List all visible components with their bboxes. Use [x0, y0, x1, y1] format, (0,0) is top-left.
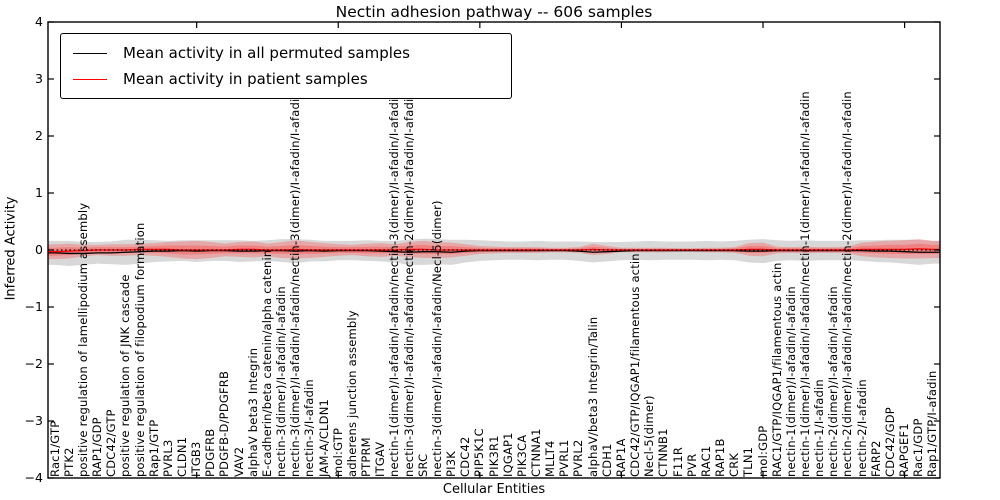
x-category-label: MLLT4: [543, 440, 558, 478]
legend-entry-patient: Mean activity in patient samples: [73, 66, 501, 92]
x-category-label: CDC42: [458, 436, 473, 477]
x-category-label: ITGAV: [373, 441, 388, 477]
x-category-label: nectin-3(dimer)/I-afadin/I-afadin/nectin…: [288, 91, 303, 477]
x-category-label: nectin-3/I-afadin: [302, 379, 317, 477]
x-category-label: Rap1/GTP/I-afadin: [925, 370, 940, 477]
x-category-label: Necl-5(dimer): [642, 395, 657, 477]
x-category-label: Rac1/GTP: [47, 420, 62, 477]
x-category-label: Rac1/GDP: [911, 418, 926, 477]
x-category-label: nectin-3(dimer)/I-afadin/I-afadin/Necl-5…: [429, 200, 444, 477]
x-category-label: CDC42/GTP: [104, 409, 119, 477]
x-category-label: CRK: [727, 452, 742, 477]
x-category-label: PVR: [684, 453, 699, 477]
y-tick-label: 3: [35, 71, 43, 86]
x-category-label: PVRL1: [557, 439, 572, 477]
y-tick-label: −4: [24, 470, 43, 485]
x-category-label: PTPRM: [359, 437, 374, 477]
x-category-label: PVRL2: [571, 439, 586, 477]
x-category-label: E-cadherin/beta catenin/alpha catenin: [259, 249, 274, 477]
x-category-label: alphaV beta3 Integrin: [245, 347, 260, 477]
x-category-label: PI3K: [444, 451, 459, 477]
legend: Mean activity in all permuted samples Me…: [60, 33, 512, 99]
permuted-line-sample: [73, 52, 107, 54]
x-category-label: nectin-1(dimer)/I-afadin/I-afadin: [783, 286, 798, 477]
x-category-label: CTNNA1: [528, 428, 543, 477]
x-category-label: FARP2: [868, 440, 883, 477]
x-category-label: positive regulation of filopodium format…: [132, 222, 147, 477]
y-tick-label: 4: [35, 14, 43, 29]
x-category-label: CTNNB1: [656, 428, 671, 477]
y-tick-label: −1: [24, 299, 43, 314]
x-category-label: JAM-A/CLDN1: [316, 398, 331, 477]
legend-label-permuted: Mean activity in all permuted samples: [123, 44, 410, 62]
y-tick-label: 2: [35, 128, 43, 143]
x-category-label: RAC1: [698, 445, 713, 477]
patient-line-sample: [73, 78, 107, 80]
x-category-label: mol:GDP: [755, 425, 770, 477]
patient-mean-line: [48, 248, 940, 253]
x-category-label: RAP1A: [613, 438, 628, 477]
x-category-label: PIP5K1C: [472, 428, 487, 477]
x-category-label: nectin-1(dimer)/I-afadin/I-afadin/nectin…: [387, 91, 402, 477]
x-category-label: nectin-1(dimer)/I-afadin/I-afadin/nectin…: [797, 91, 812, 477]
x-category-label: PTK2: [61, 447, 76, 477]
x-category-label: nectin-2/I-afadin: [854, 379, 869, 477]
y-tick-label: −2: [24, 356, 43, 371]
x-category-label: nectin-2(dimer)/I-afadin/I-afadin/nectin…: [840, 91, 855, 477]
x-category-label: nectin-3(dimer)/I-afadin/I-afadin/nectin…: [401, 91, 416, 477]
x-category-label: positive regulation of lamellipodium ass…: [75, 202, 90, 477]
x-category-label: RAPGEF1: [897, 423, 912, 477]
x-category-label: adherens junction assembly: [344, 310, 359, 477]
x-category-label: RAP1B: [713, 438, 728, 477]
x-axis-label: Cellular Entities: [442, 482, 546, 497]
x-category-label: nectin-2(dimer)/I-afadin/I-afadin: [826, 286, 841, 477]
permuted-range-band: [48, 238, 940, 266]
x-category-label: CDC42/GTP/IQGAP1/filamentous actin: [628, 253, 643, 477]
chart-title: Nectin adhesion pathway -- 606 samples: [335, 3, 653, 21]
x-category-label: PIK3R1: [486, 435, 501, 477]
x-category-label: RAP1/GDP: [90, 417, 105, 477]
x-category-label: Rap1/GTP: [146, 419, 161, 477]
x-category-label: CDC42/GDP: [882, 407, 897, 477]
legend-entry-permuted: Mean activity in all permuted samples: [73, 40, 501, 66]
x-category-label: PVRL3: [160, 439, 175, 477]
x-category-label: PDGFB-D/PDGFRB: [217, 370, 232, 477]
x-category-label: F11R: [670, 446, 685, 477]
x-category-label: CDH1: [599, 443, 614, 477]
x-category-label: CLDN1: [175, 436, 189, 477]
legend-label-patient: Mean activity in patient samples: [123, 70, 368, 88]
y-tick-label: 1: [35, 185, 43, 200]
x-category-label: TLN1: [741, 446, 756, 477]
x-category-label: nectin-3(dimer)/I-afadin/I-afadin: [274, 286, 289, 477]
x-category-label: ITGB3: [189, 441, 204, 477]
x-category-label: VAV2: [231, 446, 246, 477]
x-category-label: SRC: [415, 453, 430, 477]
patient-range-outer-band: [48, 239, 940, 260]
y-tick-label: −3: [24, 413, 43, 428]
x-category-label: positive regulation of JNK cascade: [118, 274, 133, 477]
x-category-label: RAC1/GTP/IQGAP1/filamentous actin: [769, 262, 784, 477]
x-category-label: nectin-1/I-afadin: [812, 379, 827, 477]
x-category-label: PDGFRB: [203, 428, 218, 477]
x-category-label: PIK3CA: [514, 434, 529, 477]
x-category-label: mol:GTP: [330, 427, 345, 477]
x-category-label: IQGAP1: [500, 432, 515, 477]
x-category-label: alphaV/beta3 Integrin/Talin: [585, 316, 600, 477]
y-tick-label: 0: [35, 242, 43, 257]
